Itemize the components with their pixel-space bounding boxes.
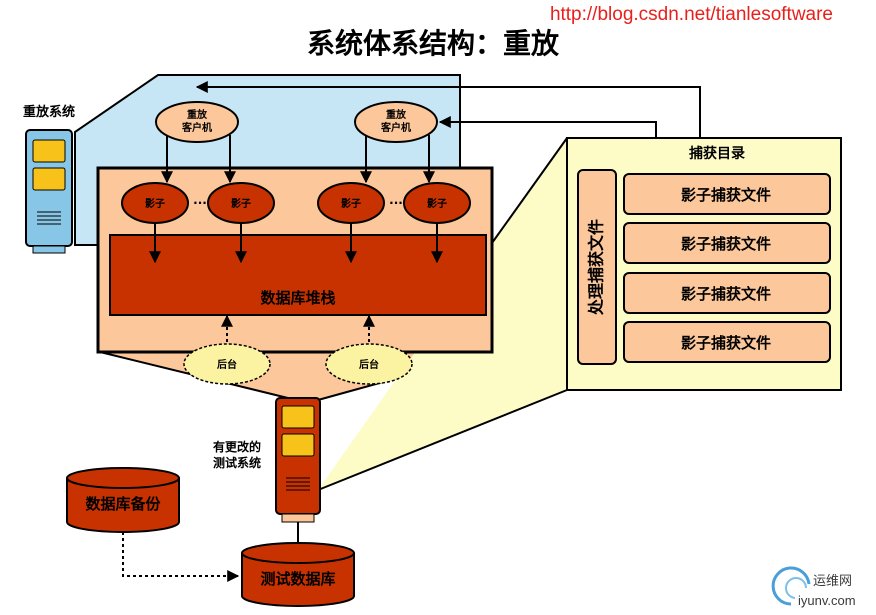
database-stack	[109, 234, 487, 316]
replay-client-1: 重放 客户机	[155, 101, 239, 143]
test-system-label-2: 测试系统	[213, 455, 261, 470]
shadow-label: 影子	[231, 198, 251, 210]
test-database-cylinder: 测试数据库	[241, 542, 355, 607]
backend-1: 后台	[183, 343, 271, 385]
test-system-label-1: 有更改的	[213, 439, 261, 454]
capture-file-2: 影子捕获文件	[623, 222, 831, 264]
shadow-label: 影子	[427, 198, 447, 210]
replay-client-line2: 客户机	[380, 121, 411, 134]
capture-file-1: 影子捕获文件	[623, 173, 831, 215]
watermark: 运维网 iyunv.com	[771, 566, 856, 608]
watermark-text-2: iyunv.com	[798, 593, 856, 608]
source-url: http://blog.csdn.net/tianlesoftware	[550, 4, 833, 25]
capture-file-label: 影子捕获文件	[681, 285, 771, 303]
page-title: 系统体系结构：重放	[307, 27, 560, 60]
database-stack-label: 数据库堆栈	[260, 289, 335, 307]
backend-label: 后台	[217, 358, 237, 371]
shadow-process-2: 影子	[207, 182, 275, 224]
replay-client-line2: 客户机	[181, 121, 212, 134]
shadow-label: 影子	[145, 198, 165, 210]
replay-system-label: 重放系统	[23, 104, 75, 120]
capture-file-label: 影子捕获文件	[681, 334, 771, 352]
capture-file-3: 影子捕获文件	[623, 272, 831, 314]
watermark-text-1: 运维网	[813, 574, 852, 589]
ellipsis: ···	[193, 196, 207, 210]
test-database-label: 测试数据库	[260, 570, 335, 588]
replay-client-line1: 重放	[187, 108, 208, 121]
shadow-label: 影子	[341, 198, 361, 210]
capture-file-label: 影子捕获文件	[681, 235, 771, 253]
replay-system-server	[25, 129, 73, 254]
backend-label: 后台	[359, 358, 379, 371]
shadow-process-4: 影子	[403, 182, 471, 224]
database-backup-label: 数据库备份	[85, 495, 161, 513]
capture-directory-title: 捕获目录	[689, 145, 745, 162]
process-capture-label: 处理捕获文件	[587, 219, 606, 316]
test-system-server	[275, 397, 321, 523]
process-capture-box	[577, 169, 617, 365]
database-backup-cylinder: 数据库备份	[66, 467, 180, 533]
watermark-logo-icon	[771, 566, 811, 606]
backend-2: 后台	[325, 343, 413, 385]
capture-file-label: 影子捕获文件	[681, 186, 771, 204]
replay-client-2: 重放 客户机	[354, 101, 438, 143]
shadow-process-3: 影子	[317, 182, 385, 224]
shadow-process-1: 影子	[121, 182, 189, 224]
capture-file-4: 影子捕获文件	[623, 321, 831, 363]
ellipsis: ···	[389, 196, 403, 210]
replay-client-line1: 重放	[386, 108, 407, 121]
